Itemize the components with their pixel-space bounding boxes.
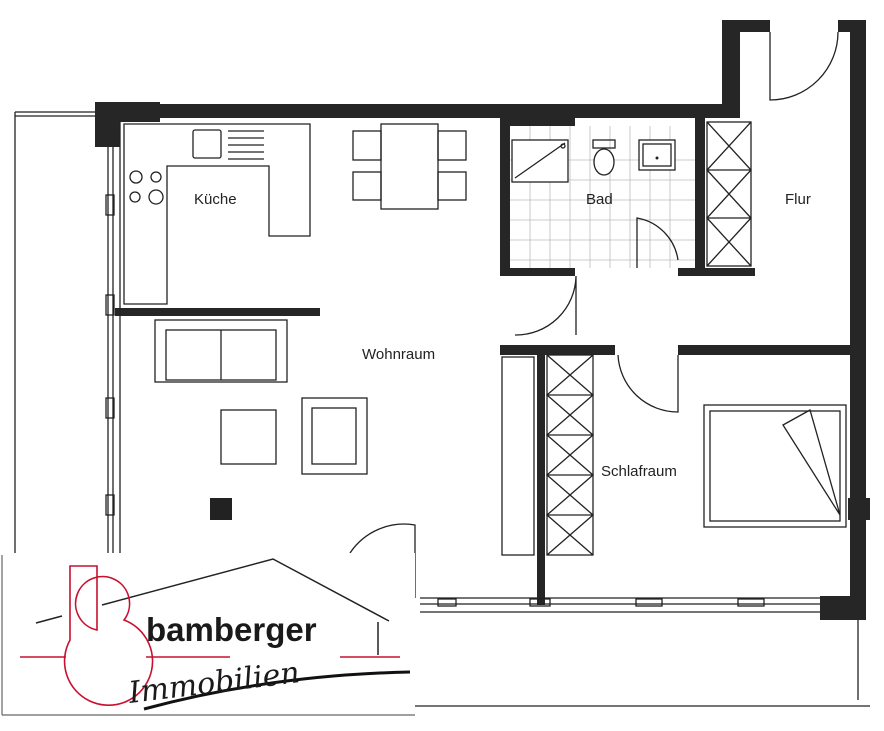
bed <box>703 404 847 528</box>
room-label-bedroom: Schlafraum <box>601 463 677 480</box>
walls <box>95 20 870 620</box>
bedroom-wardrobe <box>501 354 594 556</box>
room-label-hall: Flur <box>785 191 811 208</box>
company-logo: bamberger Immobilien <box>0 553 415 716</box>
room-label-kitchen: Küche <box>194 191 237 208</box>
bath-fixtures <box>510 126 695 268</box>
living-furniture <box>154 319 368 520</box>
logo-name: bamberger <box>146 611 317 648</box>
doors <box>349 31 839 598</box>
dining-table <box>352 123 467 210</box>
room-label-bath: Bad <box>586 191 613 208</box>
windows <box>105 122 820 613</box>
kitchen-counter <box>123 123 311 305</box>
room-label-living: Wohnraum <box>362 346 435 363</box>
hall-wardrobe <box>706 121 752 267</box>
